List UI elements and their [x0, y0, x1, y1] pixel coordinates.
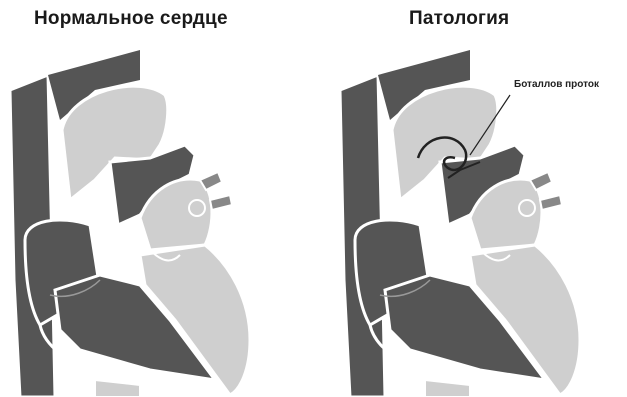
pathology-heart-diagram — [330, 50, 627, 397]
heart-drawing — [340, 50, 580, 397]
pulmonary-vein-lower — [540, 195, 562, 210]
normal-heart-title: Нормальное сердце — [34, 8, 228, 30]
pathology-title: Патология — [409, 8, 509, 30]
ductus-callout-label: Боталлов проток — [514, 79, 599, 90]
pulmonary-vein-upper — [200, 172, 222, 190]
heart-drawing — [10, 50, 250, 397]
pulmonary-vein-lower — [210, 195, 232, 210]
pulmonary-vein-upper — [530, 172, 552, 190]
normal-heart-diagram — [0, 50, 310, 397]
